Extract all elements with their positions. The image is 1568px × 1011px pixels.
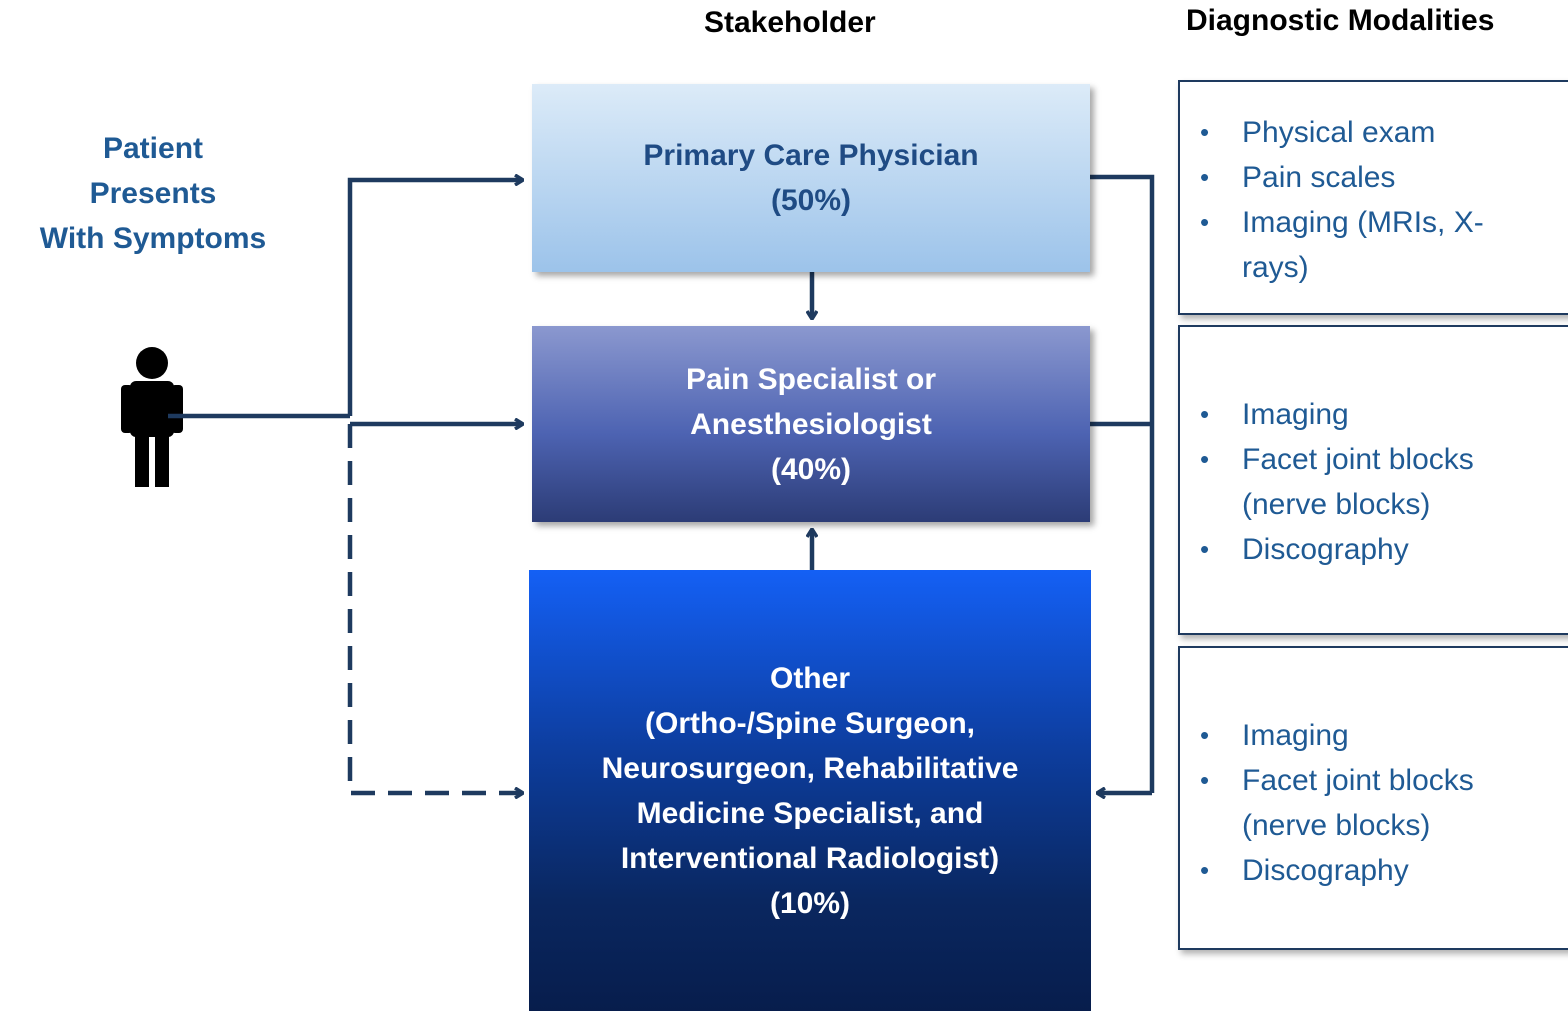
modality-text: Imaging (MRIs, X-rays) xyxy=(1242,206,1484,284)
modalities-list-primary-care: • Physical exam • Pain scales • Imaging (MR… xyxy=(1200,110,1568,290)
modality-text: Imaging xyxy=(1242,719,1349,752)
arrow-to-primary-care xyxy=(347,180,522,416)
modality-item: • Discography xyxy=(1200,527,1542,572)
bullet-icon: • xyxy=(1200,162,1210,192)
modality-text: Discography xyxy=(1242,854,1409,887)
bullet-icon: • xyxy=(1200,207,1210,237)
other-share: (10%) xyxy=(769,886,851,920)
modality-item: • Pain scales xyxy=(1200,155,1542,200)
other-line-4: Medicine Specialist, and xyxy=(636,796,984,830)
modality-item: • Imaging xyxy=(1200,392,1542,437)
bullet-icon: • xyxy=(1200,399,1210,429)
modality-text: Pain scales xyxy=(1242,161,1396,194)
stakeholder-header: Stakeholder xyxy=(704,6,876,39)
modality-text: Imaging xyxy=(1242,398,1349,431)
pain-specialist-name-line-1: Pain Specialist or xyxy=(685,362,937,396)
modality-item: • Imaging (MRIs, X-rays) xyxy=(1200,200,1542,290)
person-icon xyxy=(121,347,183,487)
other-specialists-box: Other (Ortho-/Spine Surgeon, Neurosurgeo… xyxy=(529,570,1091,1011)
modality-item: • Discography xyxy=(1200,848,1542,893)
patient-label-line-1: Patient xyxy=(102,132,204,165)
pain-specialist-name-line-2: Anesthesiologist xyxy=(690,407,932,441)
patient-label-line-3: With Symptoms xyxy=(39,222,267,255)
bullet-icon: • xyxy=(1200,534,1210,564)
modality-item: • Facet joint blocks (nerve blocks) xyxy=(1200,758,1542,848)
bullet-icon: • xyxy=(1200,117,1210,147)
bullet-icon: • xyxy=(1200,855,1210,885)
modalities-box-pain-specialist: • Imaging • Facet joint blocks (nerve bloc… xyxy=(1178,325,1568,635)
primary-care-name: Primary Care Physician xyxy=(643,139,979,172)
patient-label: Patient Presents With Symptoms xyxy=(8,126,298,261)
other-line-1: Other xyxy=(769,661,850,695)
other-line-3: Neurosurgeon, Rehabilitative xyxy=(601,751,1019,785)
bullet-icon: • xyxy=(1200,765,1210,795)
diagnostic-modalities-header: Diagnostic Modalities xyxy=(1186,4,1495,37)
dashed-arrow-to-other xyxy=(347,424,522,793)
patient-label-line-2: Presents xyxy=(89,177,217,210)
pain-specialist-share: (40%) xyxy=(770,452,852,486)
modality-text: Discography xyxy=(1242,533,1409,566)
modalities-list-pain-specialist: • Imaging • Facet joint blocks (nerve bloc… xyxy=(1200,392,1568,572)
bullet-icon: • xyxy=(1200,444,1210,474)
other-line-2: (Ortho-/Spine Surgeon, xyxy=(645,706,975,740)
pain-specialist-box: Pain Specialist or Anesthesiologist (40%… xyxy=(532,326,1090,522)
primary-care-physician-box: Primary Care Physician (50%) xyxy=(532,84,1090,272)
modality-text: Facet joint blocks (nerve blocks) xyxy=(1242,443,1474,521)
modalities-box-primary-care: • Physical exam • Pain scales • Imaging (MR… xyxy=(1178,80,1568,315)
modality-item: • Imaging xyxy=(1200,713,1542,758)
other-line-5: Interventional Radiologist) xyxy=(620,841,1000,875)
modalities-list-other: • Imaging • Facet joint blocks (nerve bloc… xyxy=(1200,713,1568,893)
modality-text: Facet joint blocks (nerve blocks) xyxy=(1242,764,1474,842)
modality-item: • Physical exam xyxy=(1200,110,1542,155)
bullet-icon: • xyxy=(1200,720,1210,750)
primary-care-share: (50%) xyxy=(770,184,852,217)
modality-item: • Facet joint blocks (nerve blocks) xyxy=(1200,437,1542,527)
modalities-box-other: • Imaging • Facet joint blocks (nerve bloc… xyxy=(1178,646,1568,950)
bracket-primary-right xyxy=(1090,174,1155,793)
modality-text: Physical exam xyxy=(1242,116,1436,149)
